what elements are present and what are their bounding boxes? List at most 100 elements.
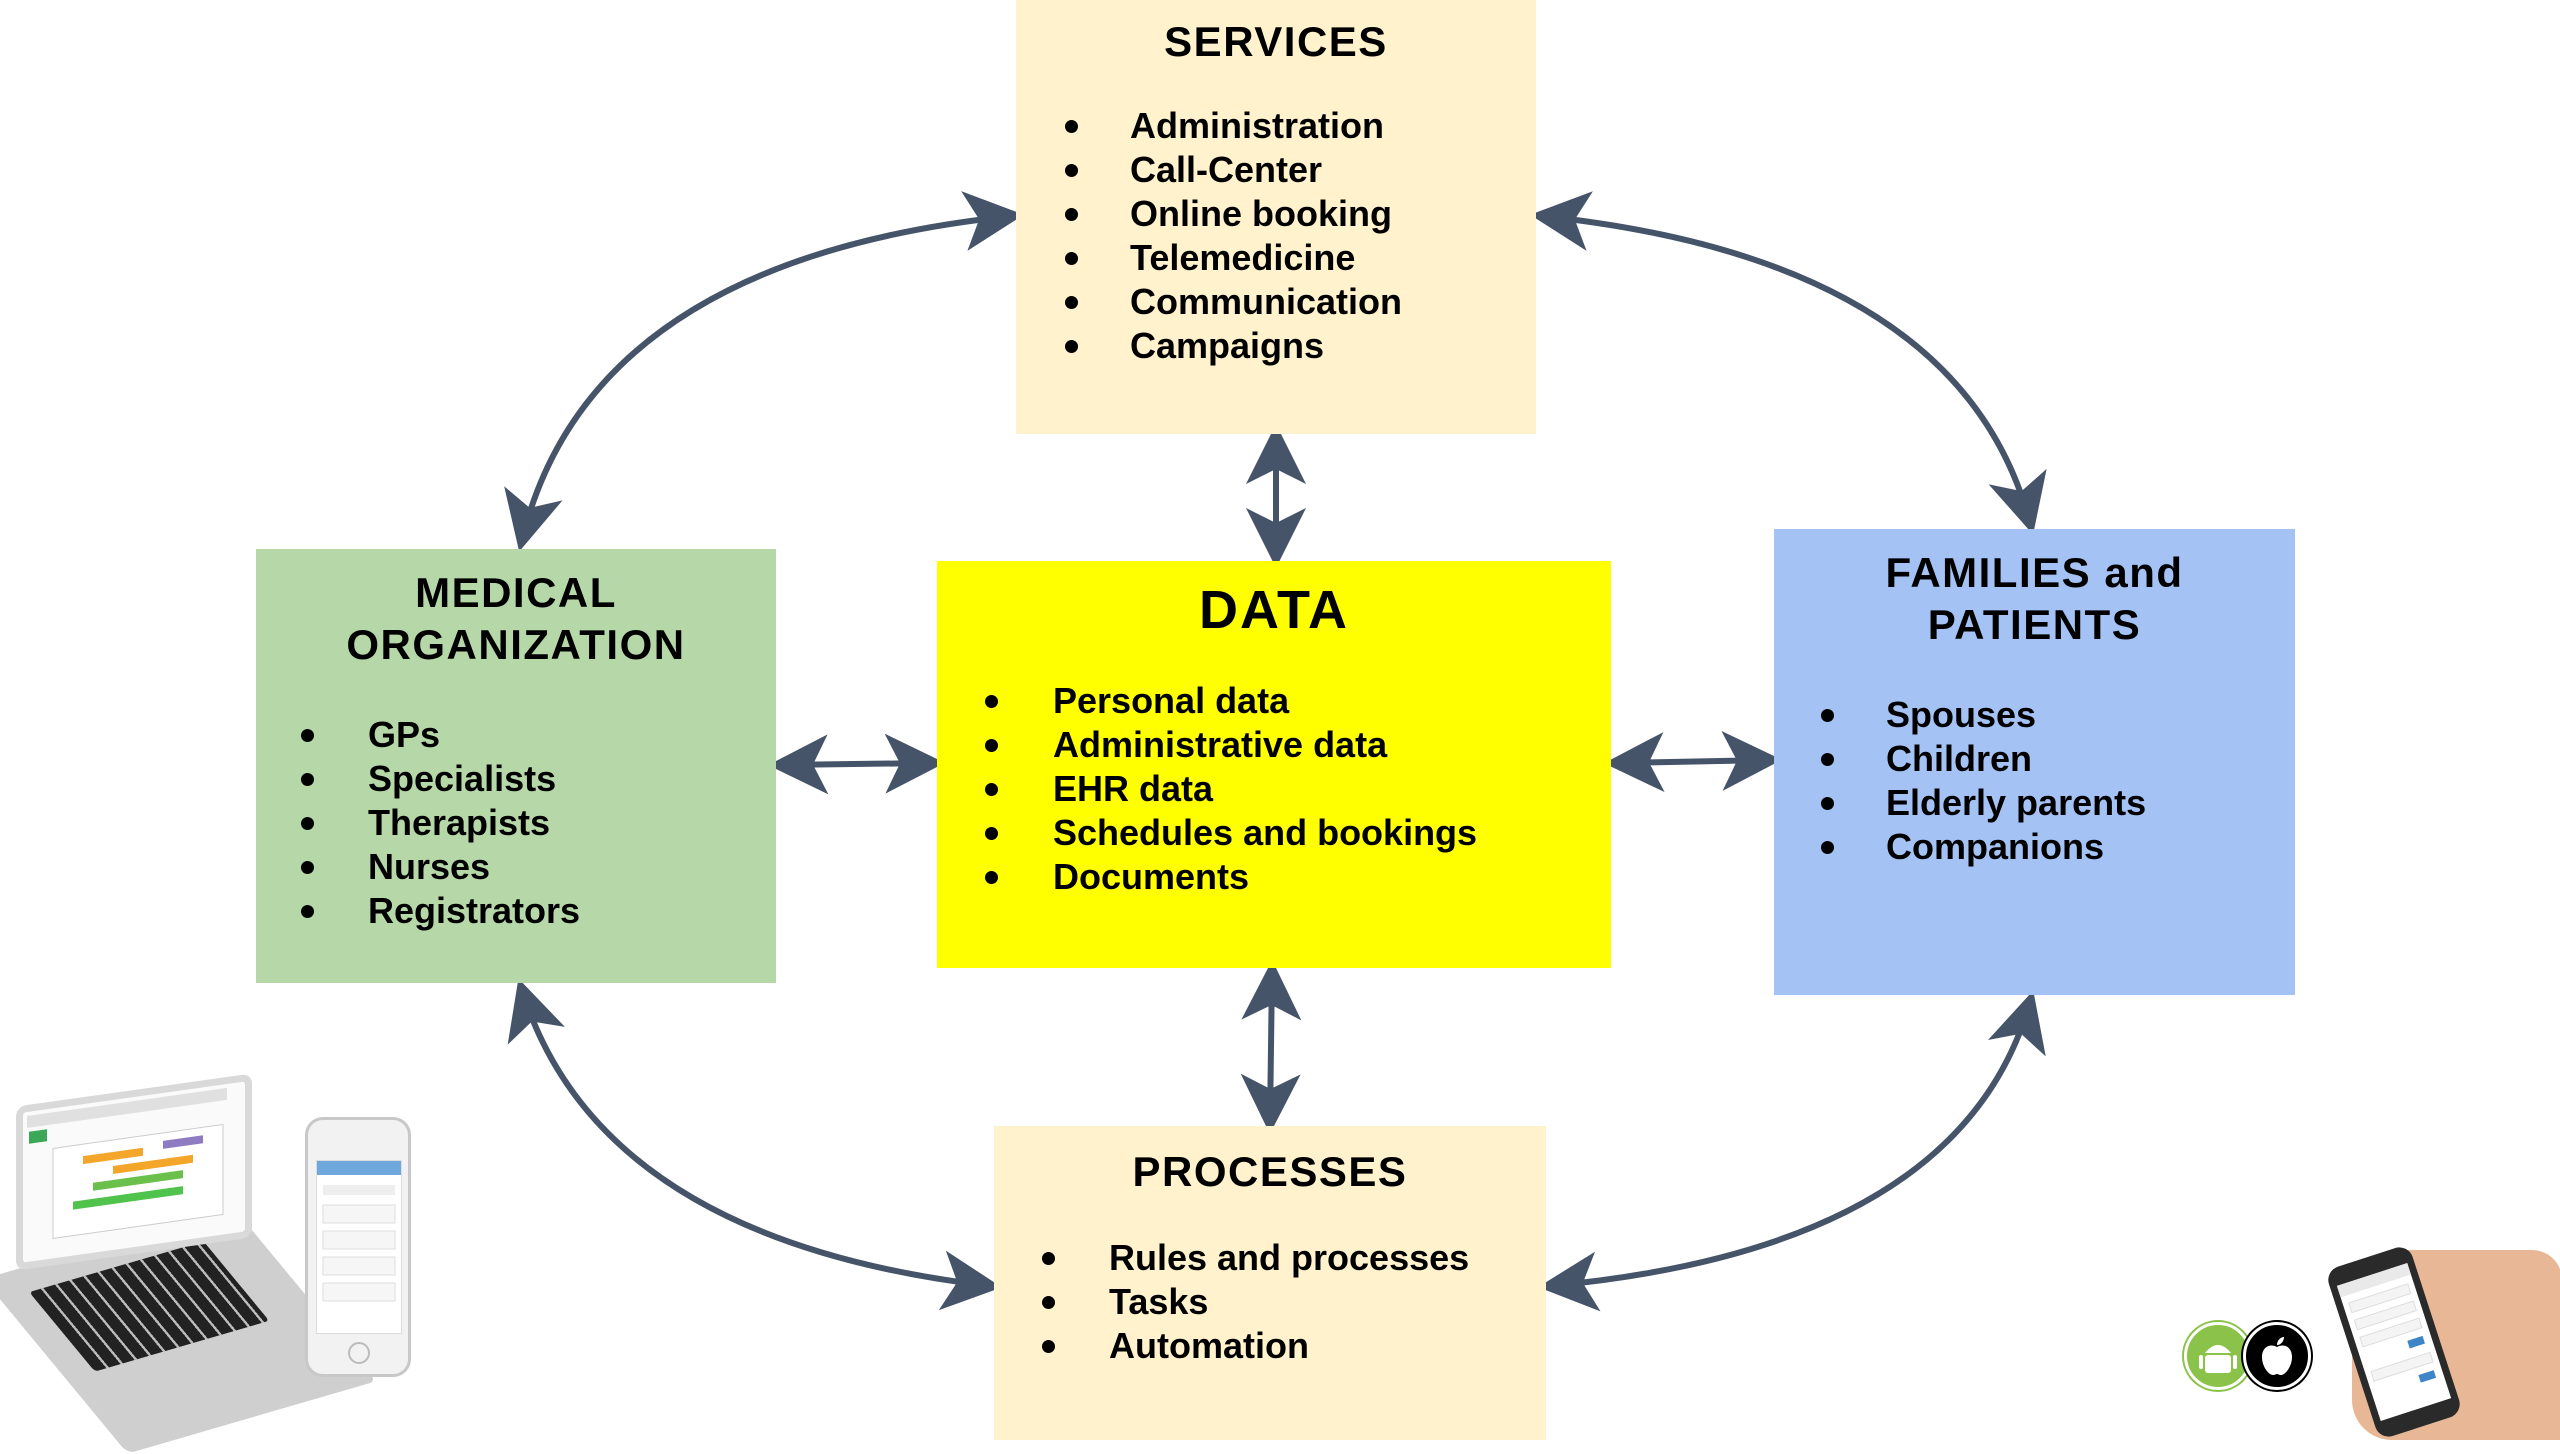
families-title-line2: PATIENTS [1927,601,2142,648]
data-item-label: EHR data [1053,768,1214,809]
families-title-line1: FAMILIES and [1885,549,2184,596]
processes-item-label: Tasks [1109,1281,1209,1322]
bullet-icon [301,905,314,918]
data-item-label: Documents [1053,856,1250,897]
bullet-icon [301,861,314,874]
medical-title: MEDICAL ORGANIZATION [256,549,776,671]
apple-icon [2243,1322,2311,1390]
app-list-icon [317,1161,401,1302]
android-robot-icon [2199,1345,2237,1373]
home-button-icon [348,1342,370,1364]
bullet-icon [1065,252,1078,265]
data-item-label: Personal data [1053,680,1290,721]
medical-item-label: Registrators [368,890,581,931]
bullet-icon [985,871,998,884]
bullet-icon [1042,1340,1055,1353]
processes-list: Rules and processes Tasks Automation [994,1236,1546,1368]
list-item: GPs [256,713,776,757]
list-item: Telemedicine [1016,236,1536,280]
list-item: Therapists [256,801,776,845]
list-item: Elderly parents [1774,781,2295,825]
arrow-medical-processes [507,978,1002,1311]
services-box: SERVICES Administration Call-Center Onli… [1016,0,1536,434]
services-title: SERVICES [1164,18,1388,65]
families-item-label: Spouses [1886,694,2037,735]
calendar-grid-icon [27,1087,227,1239]
families-item-label: Elderly parents [1886,782,2147,823]
phone-screen-icon [316,1160,402,1334]
bullet-icon [301,773,314,786]
handheld-phone-screen-icon [2336,1263,2452,1421]
list-item: Online booking [1016,192,1536,236]
list-item: Registrators [256,889,776,933]
processes-item-label: Rules and processes [1109,1237,1470,1278]
apple-logo-icon [2262,1337,2292,1375]
families-item-label: Children [1886,738,2033,779]
families-item-label: Companions [1886,826,2105,867]
list-item: Automation [994,1324,1546,1368]
smartphone-illustration [305,1117,411,1377]
list-item: Specialists [256,757,776,801]
arrow-medical-data [768,733,945,795]
medical-item-label: Therapists [368,802,551,843]
arrow-data-processes [1240,960,1302,1134]
bullet-icon [985,695,998,708]
data-item-label: Administrative data [1053,724,1388,765]
laptop-screen-icon [16,1073,252,1271]
bullet-icon [301,729,314,742]
medical-list: GPs Specialists Therapists Nurses Regist… [256,713,776,933]
bullet-icon [1065,120,1078,133]
arrow-data-families [1604,730,1782,793]
bullet-icon [1065,164,1078,177]
bullet-icon [301,817,314,830]
list-item: Personal data [937,679,1611,723]
list-item: Nurses [256,845,776,889]
processes-title: PROCESSES [1132,1148,1408,1195]
list-item: Communication [1016,280,1536,324]
bullet-icon [1042,1252,1055,1265]
arrow-families-processes [1538,990,2046,1312]
list-item: Children [1774,737,2295,781]
list-item: Rules and processes [994,1236,1546,1280]
data-box: DATA Personal data Administrative data E… [937,561,1611,968]
medical-item-label: GPs [368,714,441,755]
list-item: Campaigns [1016,324,1536,368]
bullet-icon [1065,208,1078,221]
bullet-icon [1042,1296,1055,1309]
list-item: Schedules and bookings [937,811,1611,855]
app-schedule-icon [2336,1263,2437,1383]
arrow-services-families [1530,191,2047,535]
bullet-icon [1821,797,1834,810]
bullet-icon [985,739,998,752]
list-item: Documents [937,855,1611,899]
services-item-label: Administration [1130,105,1385,146]
processes-item-label: Automation [1109,1325,1309,1366]
medical-title-line1: MEDICAL [415,569,617,616]
bullet-icon [1065,340,1078,353]
data-list: Personal data Administrative data EHR da… [937,679,1611,899]
services-item-label: Communication [1130,281,1403,322]
families-list: Spouses Children Elderly parents Compani… [1774,693,2295,869]
services-list: Administration Call-Center Online bookin… [1016,104,1536,368]
data-item-label: Schedules and bookings [1053,812,1478,853]
android-icon [2184,1322,2252,1390]
list-item: Tasks [994,1280,1546,1324]
arrow-services-medical [504,191,1024,552]
bullet-icon [1821,753,1834,766]
bullet-icon [985,827,998,840]
list-item: Companions [1774,825,2295,869]
bullet-icon [1821,709,1834,722]
list-item: Call-Center [1016,148,1536,192]
bullet-icon [1821,841,1834,854]
medical-organization-box: MEDICAL ORGANIZATION GPs Specialists Ther… [256,549,776,983]
list-item: Administration [1016,104,1536,148]
handheld-phone-icon [2324,1243,2464,1441]
medical-item-label: Nurses [368,846,491,887]
services-item-label: Call-Center [1130,149,1323,190]
list-item: Spouses [1774,693,2295,737]
medical-title-line2: ORGANIZATION [346,621,686,668]
medical-item-label: Specialists [368,758,557,799]
